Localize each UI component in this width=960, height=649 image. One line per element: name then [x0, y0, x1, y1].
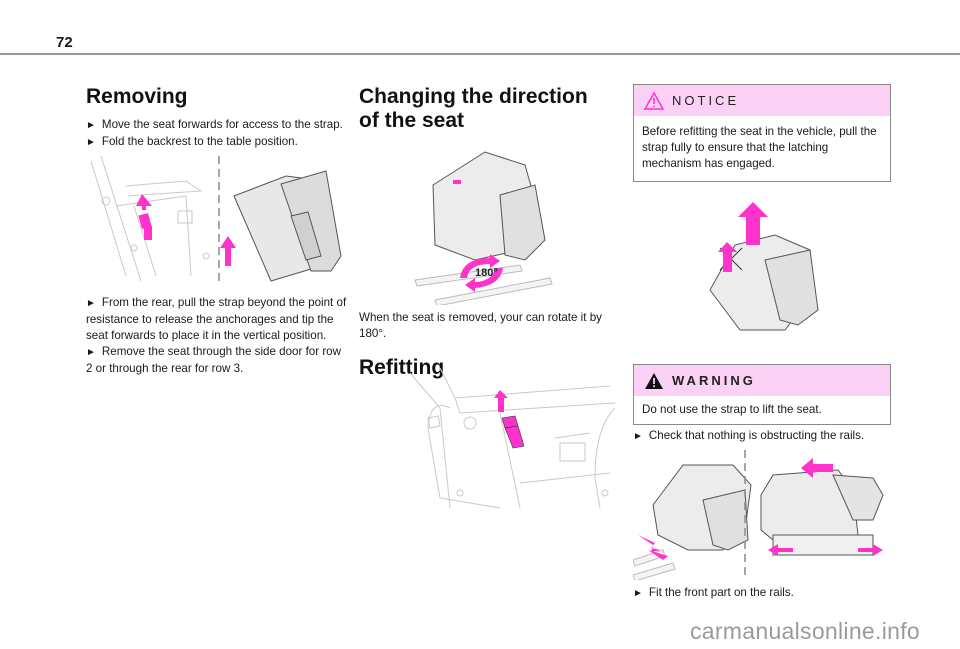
pull-arrow-icon [136, 194, 236, 266]
fit-front-step: ►Fit the front part on the rails. [633, 585, 891, 602]
seat-icon [432, 151, 546, 261]
rotate-arrow-icon [460, 254, 503, 292]
notice-box: NOTICE Before refitting the seat in the … [633, 84, 891, 182]
warning-box: WARNING Do not use the strap to lift the… [633, 364, 891, 425]
notice-header: NOTICE [634, 85, 890, 116]
warning-text: Do not use the strap to lift the seat. [642, 403, 822, 416]
watermark: carmanualsonline.info [689, 618, 920, 644]
refitting-illustration [409, 368, 616, 509]
warning-title: WARNING [672, 373, 756, 388]
bullet-remove-seat: ►Remove the seat through the side door f… [86, 345, 341, 375]
bullet-arrow-icon: ► [633, 588, 643, 599]
bullet-arrow-icon: ► [633, 431, 643, 442]
bullet-move-seat: ►Move the seat forwards for access to th… [86, 118, 343, 131]
bullet-fit-front: ►Fit the front part on the rails. [633, 586, 794, 599]
notice-title: NOTICE [672, 93, 740, 108]
seat-icon [709, 234, 819, 331]
bullet-arrow-icon: ► [86, 120, 96, 131]
removing-illustration [90, 156, 342, 284]
header-rule [0, 53, 960, 55]
removing-heading: Removing [86, 85, 188, 108]
removing-section-2: ►From the rear, pull the strap beyond th… [86, 295, 348, 377]
rotate-text: When the seat is removed, your can rotat… [359, 311, 602, 340]
seat-tilted-icon [652, 464, 752, 551]
lift-seat-illustration [709, 202, 819, 331]
strap-handle-icon [501, 415, 525, 449]
warning-triangle-filled-icon [645, 372, 663, 389]
refitting-heading: Refitting [359, 356, 445, 379]
warning-header: WARNING [634, 365, 890, 396]
removing-section: Removing ►Move the seat forwards for acc… [86, 70, 348, 151]
seat-upright-icon [760, 469, 884, 556]
bullet-pull-strap: ►From the rear, pull the strap beyond th… [86, 296, 347, 342]
rotate-seat-illustration: 180° [414, 151, 553, 305]
direction-arrows-icon [638, 458, 883, 560]
bullet-arrow-icon: ► [86, 137, 96, 148]
check-rails-step: ►Check that nothing is obstructing the r… [633, 428, 891, 445]
notice-text: Before refitting the seat in the vehicle… [642, 125, 877, 170]
direction-body: When the seat is removed, your can rotat… [359, 310, 621, 380]
pull-up-arrow-icon [494, 390, 508, 412]
direction-section: Changing the direction of the seat [359, 70, 621, 133]
bullet-check-rails: ►Check that nothing is obstructing the r… [633, 429, 865, 442]
bullet-arrow-icon: ► [86, 298, 96, 309]
bullet-fold-backrest: ►Fold the backrest to the table position… [86, 135, 298, 148]
fit-rails-illustration [633, 450, 884, 580]
warning-triangle-outline-icon [644, 91, 664, 110]
rails-icon [633, 549, 676, 580]
bullet-arrow-icon: ► [86, 347, 96, 358]
direction-heading: Changing the direction of the seat [359, 85, 588, 132]
page-number: 72 [56, 34, 73, 51]
lift-up-arrow-icon [718, 202, 768, 272]
seat-folded-icon [233, 170, 342, 282]
rotation-label: 180° [475, 267, 498, 279]
